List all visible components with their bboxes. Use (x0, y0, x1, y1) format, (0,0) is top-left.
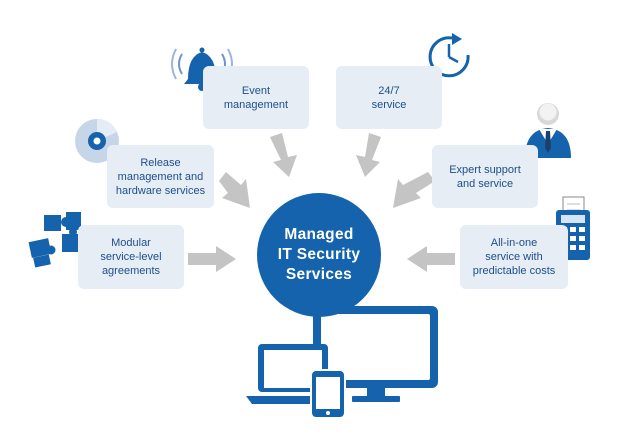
modular-line-2: service-level (100, 251, 162, 263)
event-line-1: Event (241, 84, 271, 97)
release-line-1: Release (140, 156, 181, 169)
center-line-2: IT Security (277, 246, 361, 263)
arrow-expert (393, 172, 435, 208)
center-circle: Managed IT Security Services (257, 193, 381, 317)
arrow-release (219, 172, 250, 208)
devices-icon (246, 306, 438, 419)
arrow-modular (188, 246, 236, 272)
service247-line-1: 24/7 (378, 84, 400, 97)
arrow-allinone (407, 246, 455, 272)
service247-line-2: service (371, 98, 407, 111)
release-line-2: management and (117, 170, 204, 183)
service-247-box: 24/7 service (336, 66, 442, 129)
release-management-box: Release management and hardware services (107, 145, 214, 208)
modular-sla-box: Modular service-level agreements (78, 225, 184, 289)
center-line-3: Services (285, 266, 353, 283)
all-in-one-box: All-in-one service with predictable cost… (460, 225, 568, 289)
center-line-1: Managed (284, 226, 354, 243)
puzzle-icon (28, 212, 82, 268)
arrow-event (270, 133, 297, 177)
expert-line-1: Expert support (449, 163, 521, 176)
event-line-2: management (223, 98, 289, 111)
release-line-3: hardware services (115, 184, 206, 197)
allinone-line-1: All-in-one (490, 237, 538, 249)
allinone-line-3: predictable costs (472, 265, 556, 277)
event-management-box: Event management (203, 66, 309, 129)
allinone-line-2: service with (485, 251, 543, 263)
arrow-service247 (356, 133, 381, 177)
modular-line-1: Modular (111, 237, 151, 249)
modular-line-3: agreements (101, 265, 161, 277)
expert-support-box: Expert support and service (432, 145, 538, 208)
expert-line-2: and service (456, 177, 514, 190)
